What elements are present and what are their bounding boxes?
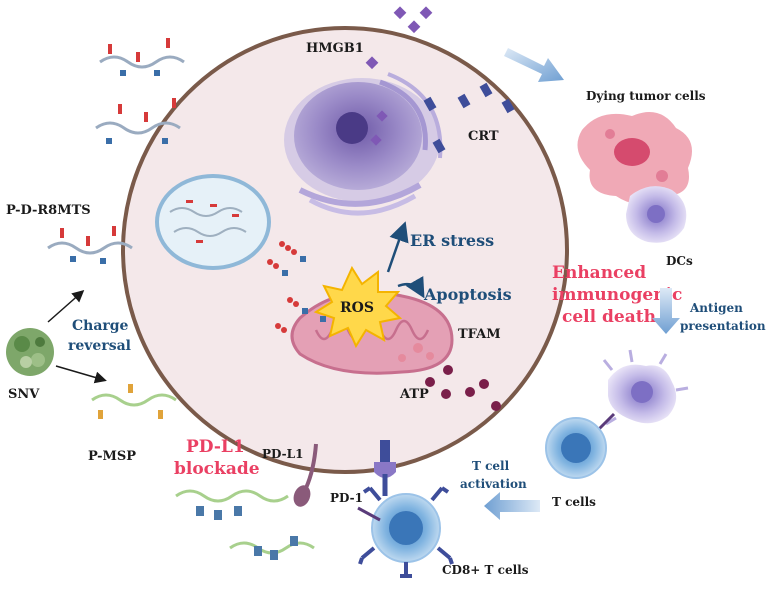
p-d-r8mts-chains: [47, 55, 185, 255]
snv-to-pmsp-arrow: [55, 365, 107, 384]
snv-label: SNV: [8, 387, 40, 402]
atp-label: ATP: [399, 387, 429, 402]
ros-burst: [313, 265, 403, 349]
dendritic-cell-right: [602, 349, 689, 426]
crt-molecules: [423, 82, 515, 154]
charge-reversal-line1: Charge: [72, 318, 129, 334]
peptide-tags-bottom: [196, 506, 298, 560]
enhanced-icd-line2: immunogenic: [552, 285, 682, 305]
dendritic-cell-top: [626, 186, 687, 243]
hmgb1-label: HMGB1: [306, 41, 364, 56]
snv-to-pdr8mts-arrow: [47, 290, 85, 323]
snv-particle: [6, 328, 54, 376]
dying-tumor-cell: [577, 112, 692, 204]
p-d-r8mts-tags: [60, 38, 176, 264]
er-stress-label: ER stress: [410, 231, 494, 250]
pd-l1-label: PD-L1: [262, 447, 303, 461]
p-msp-chain: [91, 384, 177, 419]
dying-tumor-cells-label: Dying tumor cells: [586, 89, 706, 103]
hmgb1-molecules: [365, 6, 433, 146]
antigen-presentation-line1: Antigen: [689, 301, 743, 315]
pd-l1-stalk: [304, 443, 318, 489]
pd-1-label: PD-1: [330, 491, 363, 505]
apoptosis-arrow: [397, 276, 425, 299]
receptor-head: [374, 462, 396, 478]
pd-l1-blockade-line1: PD-L1: [186, 437, 245, 457]
charge-reversal-line2: reversal: [68, 338, 131, 354]
tfam-label: TFAM: [458, 327, 501, 342]
er-stress-arrow: [386, 221, 409, 273]
pd-l1-head: [293, 485, 311, 507]
t-cell-activation-arrow: [484, 492, 540, 520]
p-msp-label: P-MSP: [88, 449, 136, 464]
antigen-presentation-arrow: [652, 288, 680, 334]
t-cell-activation-line2: activation: [460, 477, 527, 491]
p-d-r8mts-label: P-D-R8MTS: [6, 203, 91, 218]
enhanced-icd-line3: cell death: [562, 307, 656, 327]
pd-l1-blockade-line2: blockade: [174, 459, 260, 479]
tumor-cell: [121, 26, 569, 474]
arrow-to-dying-cells: [504, 48, 564, 82]
peptide-fragments-inner: [267, 241, 326, 333]
atp-molecules: [425, 365, 501, 411]
dcs-label: DCs: [666, 254, 693, 268]
cd8-t-cells-label: CD8+ T cells: [442, 563, 529, 577]
nucleus-er: [284, 72, 443, 216]
enhanced-icd-line1: Enhanced: [552, 263, 646, 283]
crt-label: CRT: [468, 129, 499, 144]
cd8-t-cell: [358, 486, 454, 578]
apoptosis-label: Apoptosis: [423, 285, 512, 304]
t-cell-activation-line1: T cell: [472, 459, 510, 473]
t-cells-label: T cells: [552, 495, 596, 509]
pd-1-receptor: [357, 506, 381, 522]
tfam-molecules: [398, 343, 434, 362]
antigen-presentation-line2: presentation: [680, 319, 766, 333]
ros-label: ROS: [340, 300, 374, 316]
vesicle: [155, 174, 271, 270]
t-cell-right: [545, 417, 607, 479]
surface-receptor: [380, 440, 390, 462]
